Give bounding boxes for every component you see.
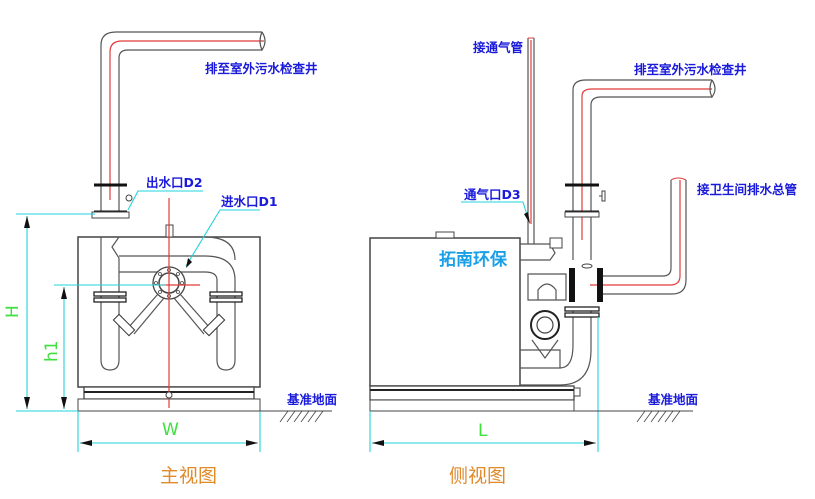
front-dimensions — [16, 213, 261, 452]
outlet-d2-label: 出水口D2 — [146, 175, 203, 190]
front-leaders — [127, 190, 260, 268]
front-view: 排至室外污水检查井 出水口D2 进水口D1 基准地面 H h1 W 主视图 — [3, 31, 338, 487]
brand-watermark: 拓南环保 — [439, 249, 508, 270]
side-view-title: 侧视图 — [449, 465, 506, 487]
front-discharge-pipe — [91, 31, 266, 219]
side-view: 接通气管 排至室外污水检查井 通气口D3 接卫生间排水总管 基准地面 拓南环保 … — [369, 37, 797, 487]
side-vent-pipe — [527, 37, 535, 244]
side-discharge-pipe — [564, 79, 716, 260]
front-view-title: 主视图 — [160, 465, 217, 487]
front-discharge-label: 排至室外污水检查井 — [205, 61, 318, 76]
side-tank-body — [369, 237, 521, 387]
front-ground-line — [260, 410, 332, 423]
front-ground-label: 基准地面 — [286, 392, 338, 407]
side-discharge-label: 排至室外污水检查井 — [634, 62, 747, 77]
dimension-h: H — [3, 305, 23, 318]
dimension-w: W — [162, 420, 179, 440]
side-drain-inlet-pipe — [590, 177, 687, 295]
side-pump-assembly — [520, 237, 603, 386]
side-leader — [461, 201, 530, 224]
dimension-l: L — [478, 421, 488, 441]
vent-pipe-label: 接通气管 — [473, 40, 523, 55]
vent-port-d3-label: 通气口D3 — [464, 187, 521, 202]
side-ground-label: 基准地面 — [647, 392, 699, 407]
side-ground-line — [574, 410, 693, 423]
inlet-d1-label: 进水口D1 — [221, 194, 278, 209]
main-drain-label: 接卫生间排水总管 — [697, 182, 797, 197]
dimension-h1: h1 — [42, 340, 62, 362]
side-dimensions — [369, 317, 599, 452]
